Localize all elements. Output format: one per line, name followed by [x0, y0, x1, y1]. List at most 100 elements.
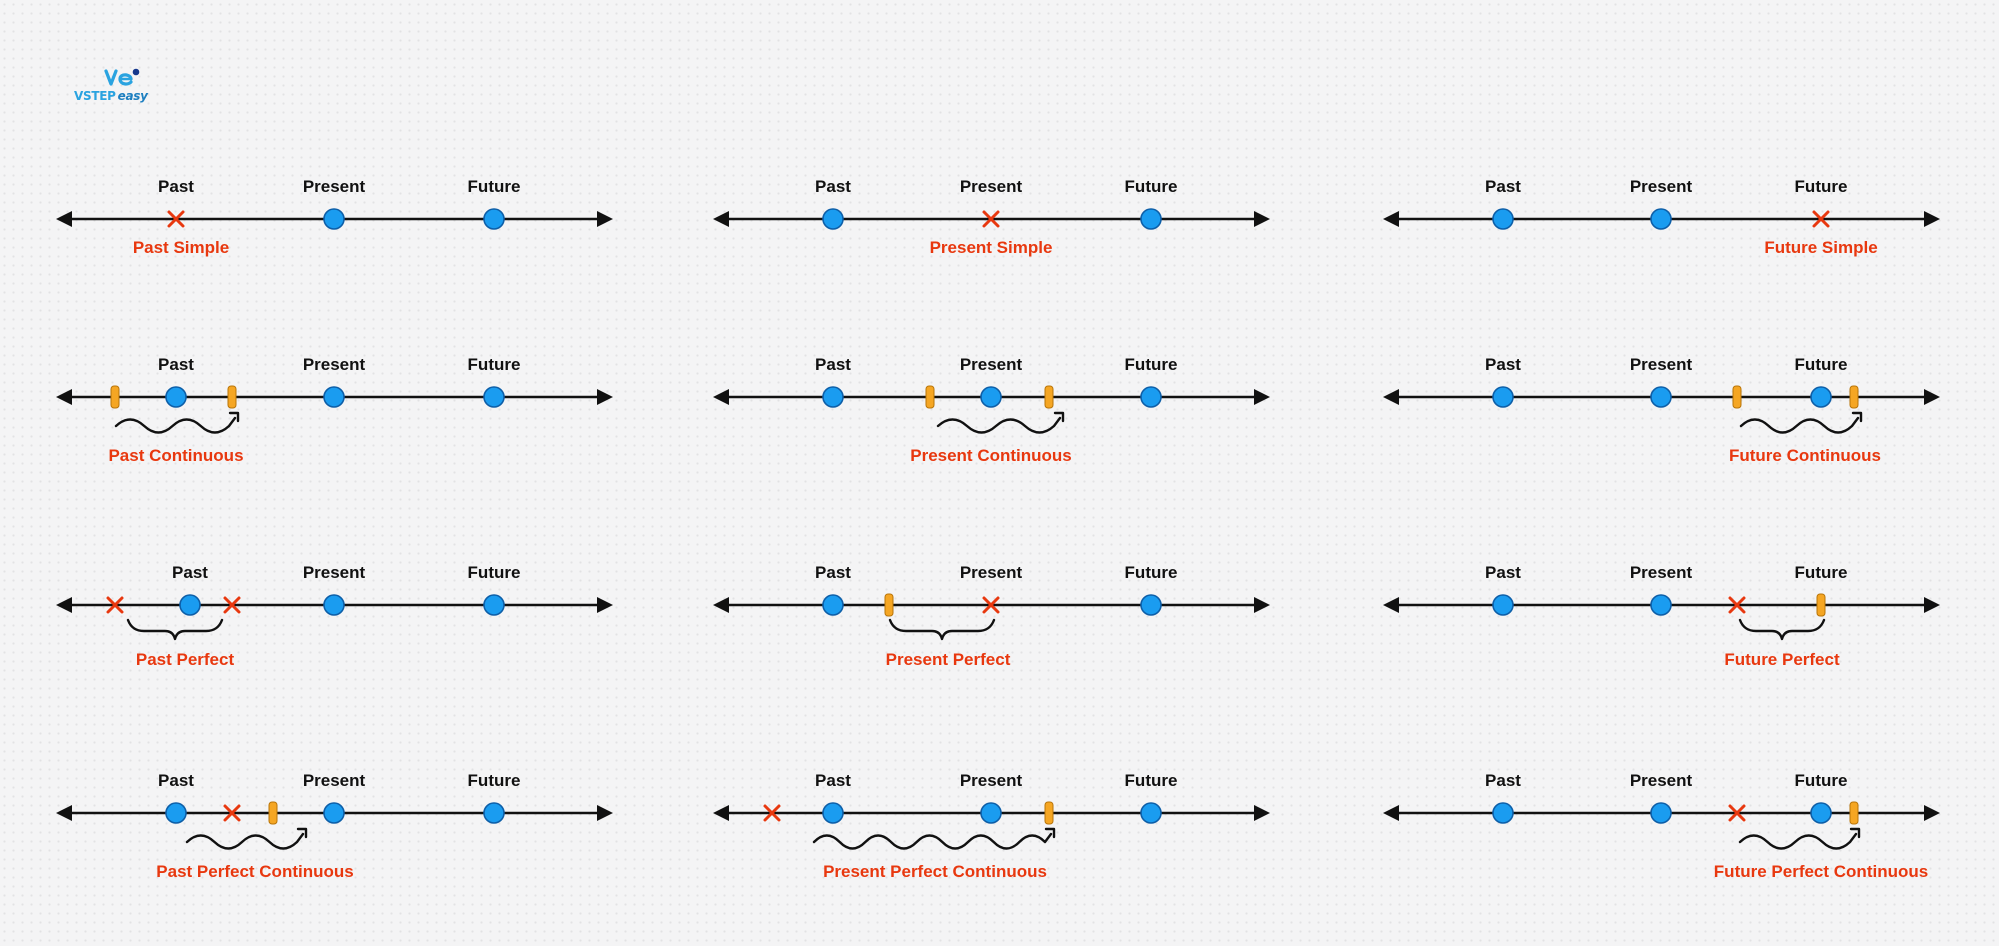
cross-mark-before-future — [1728, 804, 1746, 822]
point-past — [1492, 594, 1514, 616]
wavy-duration-line — [936, 416, 1062, 434]
arrow-right-icon — [597, 597, 613, 613]
arrowhead-icon — [1851, 411, 1863, 423]
logo-mark-icon — [104, 68, 140, 86]
tense-label: Future Simple — [1764, 238, 1877, 257]
axis-label-future: Future — [1795, 355, 1848, 374]
point-past — [165, 386, 187, 408]
arrow-right-icon — [1924, 597, 1940, 613]
arrow-right-icon — [1924, 211, 1940, 227]
point-future — [483, 594, 505, 616]
tick-marker-after-past — [884, 593, 894, 617]
point-future — [1140, 802, 1162, 824]
point-past — [822, 386, 844, 408]
point-future — [483, 386, 505, 408]
axis-label-present: Present — [1630, 177, 1693, 196]
wavy-duration-line — [114, 416, 237, 434]
arrow-right-icon — [597, 805, 613, 821]
arrow-left-icon — [56, 805, 72, 821]
brace-span — [1738, 618, 1826, 641]
wavy-duration-line — [185, 832, 305, 850]
axis-label-future: Future — [1125, 563, 1178, 582]
point-past — [165, 802, 187, 824]
arrow-left-icon — [713, 389, 729, 405]
arrowhead-icon — [1053, 411, 1065, 423]
cross-mark-before-past — [106, 596, 124, 614]
arrowhead-icon — [228, 411, 240, 423]
arrow-right-icon — [1254, 805, 1270, 821]
tense-label: Future Perfect Continuous — [1714, 862, 1928, 881]
point-present — [323, 208, 345, 230]
tick-marker-before-present — [268, 801, 278, 825]
arrow-right-icon — [597, 211, 613, 227]
tick-marker-before-past — [110, 385, 120, 409]
axis-label-past: Past — [158, 177, 194, 196]
cross-mark-after-past — [223, 596, 241, 614]
axis-label-present: Present — [1630, 771, 1693, 790]
point-future — [1810, 386, 1832, 408]
point-future — [483, 802, 505, 824]
tick-marker-after-present — [1044, 801, 1054, 825]
brace-span — [126, 618, 224, 641]
axis-label-future: Future — [468, 563, 521, 582]
logo-suffix: easy — [117, 89, 148, 103]
point-past — [822, 594, 844, 616]
axis-label-past: Past — [1485, 563, 1521, 582]
arrow-left-icon — [713, 805, 729, 821]
point-present — [1650, 594, 1672, 616]
arrow-right-icon — [597, 389, 613, 405]
arrow-left-icon — [56, 211, 72, 227]
axis-label-past: Past — [172, 563, 208, 582]
arrow-right-icon — [1924, 389, 1940, 405]
axis-label-future: Future — [1125, 771, 1178, 790]
axis-label-past: Past — [158, 355, 194, 374]
logo-brand: VSTEP — [74, 89, 116, 103]
axis-label-future: Future — [468, 355, 521, 374]
point-present — [323, 594, 345, 616]
tense-label: Present Simple — [930, 238, 1053, 257]
axis-label-past: Past — [158, 771, 194, 790]
point-past — [1492, 802, 1514, 824]
point-past — [179, 594, 201, 616]
arrow-right-icon — [1254, 597, 1270, 613]
cross-mark-after-past — [223, 804, 241, 822]
tick-marker-future — [1816, 593, 1826, 617]
point-present — [323, 386, 345, 408]
point-future — [1140, 386, 1162, 408]
tick-marker-after-present — [1044, 385, 1054, 409]
axis-label-future: Future — [468, 177, 521, 196]
cross-mark-future — [1812, 210, 1830, 228]
arrow-left-icon — [713, 211, 729, 227]
arrow-right-icon — [1254, 211, 1270, 227]
tick-marker-after-future — [1849, 385, 1859, 409]
point-future — [1140, 594, 1162, 616]
point-future — [483, 208, 505, 230]
axis-label-present: Present — [303, 771, 366, 790]
axis-label-future: Future — [1125, 177, 1178, 196]
axis-label-future: Future — [1795, 771, 1848, 790]
axis-label-present: Present — [303, 563, 366, 582]
cross-mark-before-past — [763, 804, 781, 822]
point-past — [822, 802, 844, 824]
point-present — [980, 386, 1002, 408]
point-past — [1492, 208, 1514, 230]
point-present — [1650, 386, 1672, 408]
tick-marker-before-present — [925, 385, 935, 409]
tense-label: Past Perfect — [136, 650, 235, 669]
arrow-right-icon — [1254, 389, 1270, 405]
tense-label: Present Perfect — [886, 650, 1011, 669]
arrow-left-icon — [1383, 389, 1399, 405]
arrow-right-icon — [1924, 805, 1940, 821]
tick-marker-after-past — [227, 385, 237, 409]
arrow-left-icon — [713, 597, 729, 613]
